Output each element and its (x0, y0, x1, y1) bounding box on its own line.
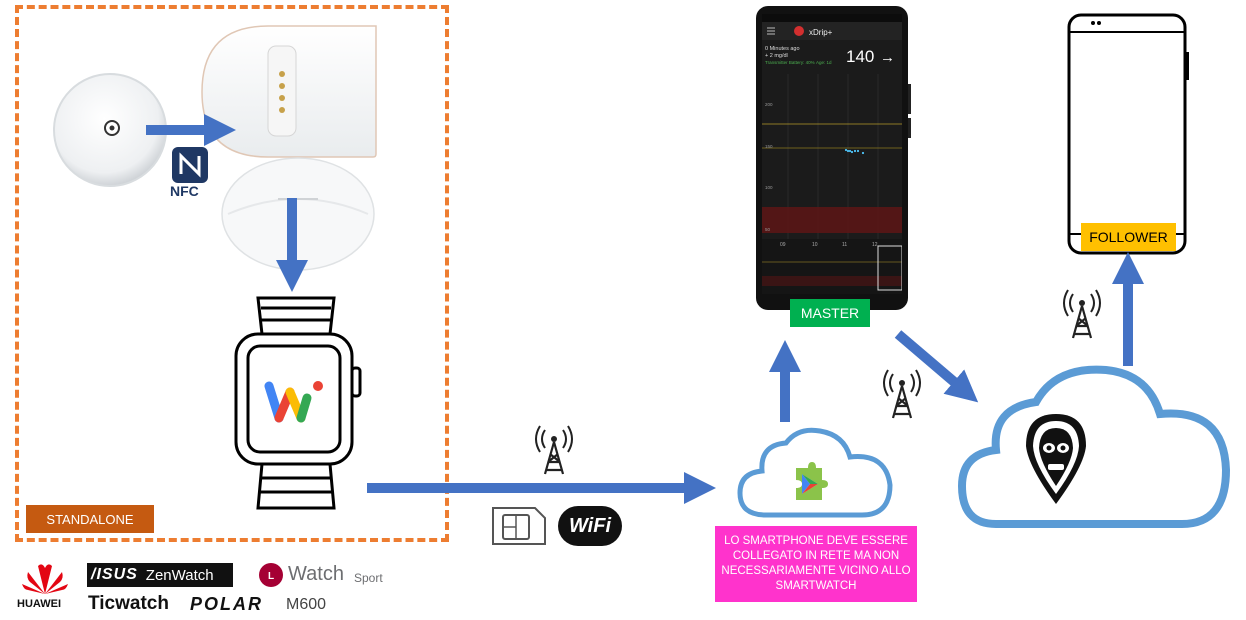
glucose-reading-point (853, 149, 857, 153)
glucose-reading-point (848, 149, 852, 153)
glucose-reading-point (850, 150, 854, 154)
follower-label: FOLLOWER (1081, 223, 1176, 251)
trend-arrow: → (880, 49, 895, 66)
xdrip-app-name: xDrip+ (809, 28, 833, 37)
master-label: MASTER (790, 299, 870, 327)
google-play-services-icon (796, 462, 828, 500)
x-tick-label: 12 (872, 242, 878, 248)
glucose-reading-point (861, 151, 865, 155)
ticwatch-brand: Ticwatch (88, 593, 169, 614)
asus-zenwatch-brand: /ISUS ZenWatch (87, 563, 233, 587)
minutes-ago: 0 Minutes ago (765, 46, 800, 52)
nightscout-cloud-icon (957, 365, 1231, 528)
huawei-logo-icon (22, 564, 68, 594)
glucose-reading-point (856, 149, 860, 153)
antenna-icon-master (882, 368, 922, 420)
y-tick-label: 150 (765, 144, 773, 149)
y-tick-label: 100 (765, 185, 773, 190)
wifi-logo-icon: WiFi (558, 506, 622, 546)
nfc-label: NFC (170, 183, 199, 199)
lg-logo-icon: L (259, 563, 283, 587)
delta-text: + 2 mg/dl (765, 53, 788, 59)
x-tick-label: 10 (812, 242, 818, 248)
y-tick-label: 50 (765, 227, 771, 232)
xdrip-chart: xDrip+ 0 Minutes ago + 2 mg/dl Transmitt… (762, 14, 902, 294)
nightscout-mask-icon (1026, 414, 1086, 504)
sim-card-icon (492, 507, 546, 545)
asus-brand: /ISUS (91, 566, 138, 583)
antenna-icon-follower (1062, 288, 1102, 340)
antenna-icon-watch (534, 424, 574, 476)
battery-text: Transmitter Battery: 40% (765, 60, 815, 65)
glucose-value: 140 (846, 47, 874, 66)
zenwatch-brand: ZenWatch (145, 566, 214, 584)
y-tick-label: 200 (765, 102, 773, 107)
polar-brand: POLAR (190, 594, 263, 614)
standalone-label: STANDALONE (26, 505, 154, 533)
network-note: LO SMARTPHONE DEVE ESSERE COLLEGATO IN R… (715, 526, 917, 602)
m600-brand: M600 (286, 596, 327, 613)
standalone-frame (15, 5, 449, 542)
master-phone: xDrip+ 0 Minutes ago + 2 mg/dl Transmitt… (756, 6, 911, 310)
wifi-label: WiFi (568, 514, 612, 537)
libre-sensor-icon (53, 73, 167, 187)
smartwatch-icon (234, 296, 362, 510)
master-phone-screen: xDrip+ 0 Minutes ago + 2 mg/dl Transmitt… (762, 14, 902, 294)
arrow-master-to-nightscout (894, 330, 979, 403)
x-tick-label: 11 (842, 242, 847, 248)
glucose-reading-point (844, 148, 848, 152)
age-text: Age: 1d (816, 60, 832, 65)
lg-sport-brand: Sport (354, 571, 383, 585)
lg-watch-brand: Watch (288, 563, 344, 585)
x-tick-label: 09 (780, 242, 786, 248)
network-note-text: LO SMARTPHONE DEVE ESSERE COLLEGATO IN R… (721, 535, 911, 592)
svg-text:L: L (268, 571, 274, 582)
glucose-reading-point (846, 149, 850, 153)
nfc-icon (172, 147, 208, 183)
huawei-brand: HUAWEI (17, 598, 61, 610)
